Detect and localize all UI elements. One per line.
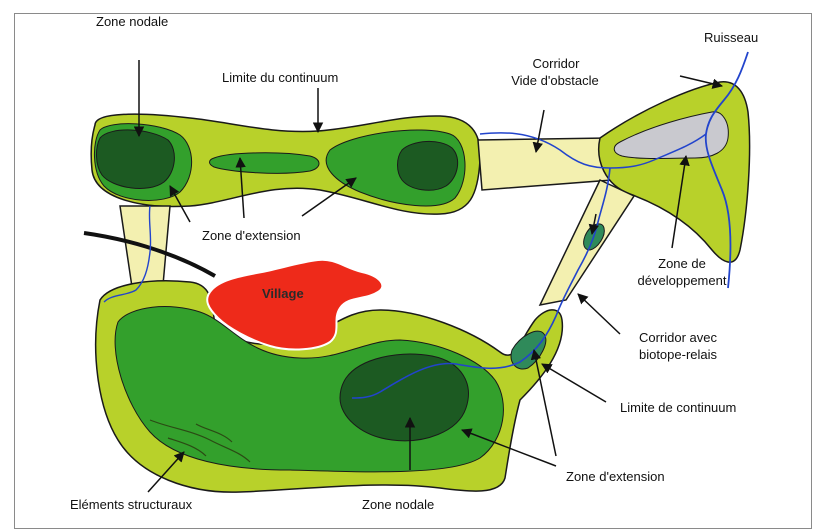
upper-nodal-zone: [96, 130, 174, 189]
arrow-limite-continuum-bottom: [542, 364, 606, 402]
label-elements-structuraux: Eléments structuraux: [70, 497, 192, 513]
label-zone-developpement-line1: Zone de: [632, 256, 732, 272]
label-corridor-avec-line2: biotope-relais: [614, 347, 742, 363]
label-village: Village: [262, 286, 304, 302]
arrow-corridor-avec-biotope: [578, 294, 620, 334]
label-corridor-line2: Vide d'obstacle: [480, 73, 630, 89]
upper-nodal-zone-right: [398, 141, 458, 190]
label-zone-developpement-line2: développement: [616, 273, 748, 289]
label-ruisseau: Ruisseau: [704, 30, 758, 46]
arrow-ruisseau: [680, 76, 722, 86]
label-zone-nodale-bottom: Zone nodale: [362, 497, 434, 513]
label-zone-extension-top: Zone d'extension: [202, 228, 301, 244]
label-zone-nodale-top: Zone nodale: [96, 14, 168, 30]
label-limite-continuum-top: Limite du continuum: [222, 70, 338, 86]
label-corridor-line1: Corridor: [496, 56, 616, 72]
label-limite-continuum-bottom: Limite de continuum: [620, 400, 736, 416]
upper-corridor: [478, 138, 612, 190]
label-corridor-avec-line1: Corridor avec: [620, 330, 736, 346]
label-zone-extension-bottom: Zone d'extension: [566, 469, 665, 485]
